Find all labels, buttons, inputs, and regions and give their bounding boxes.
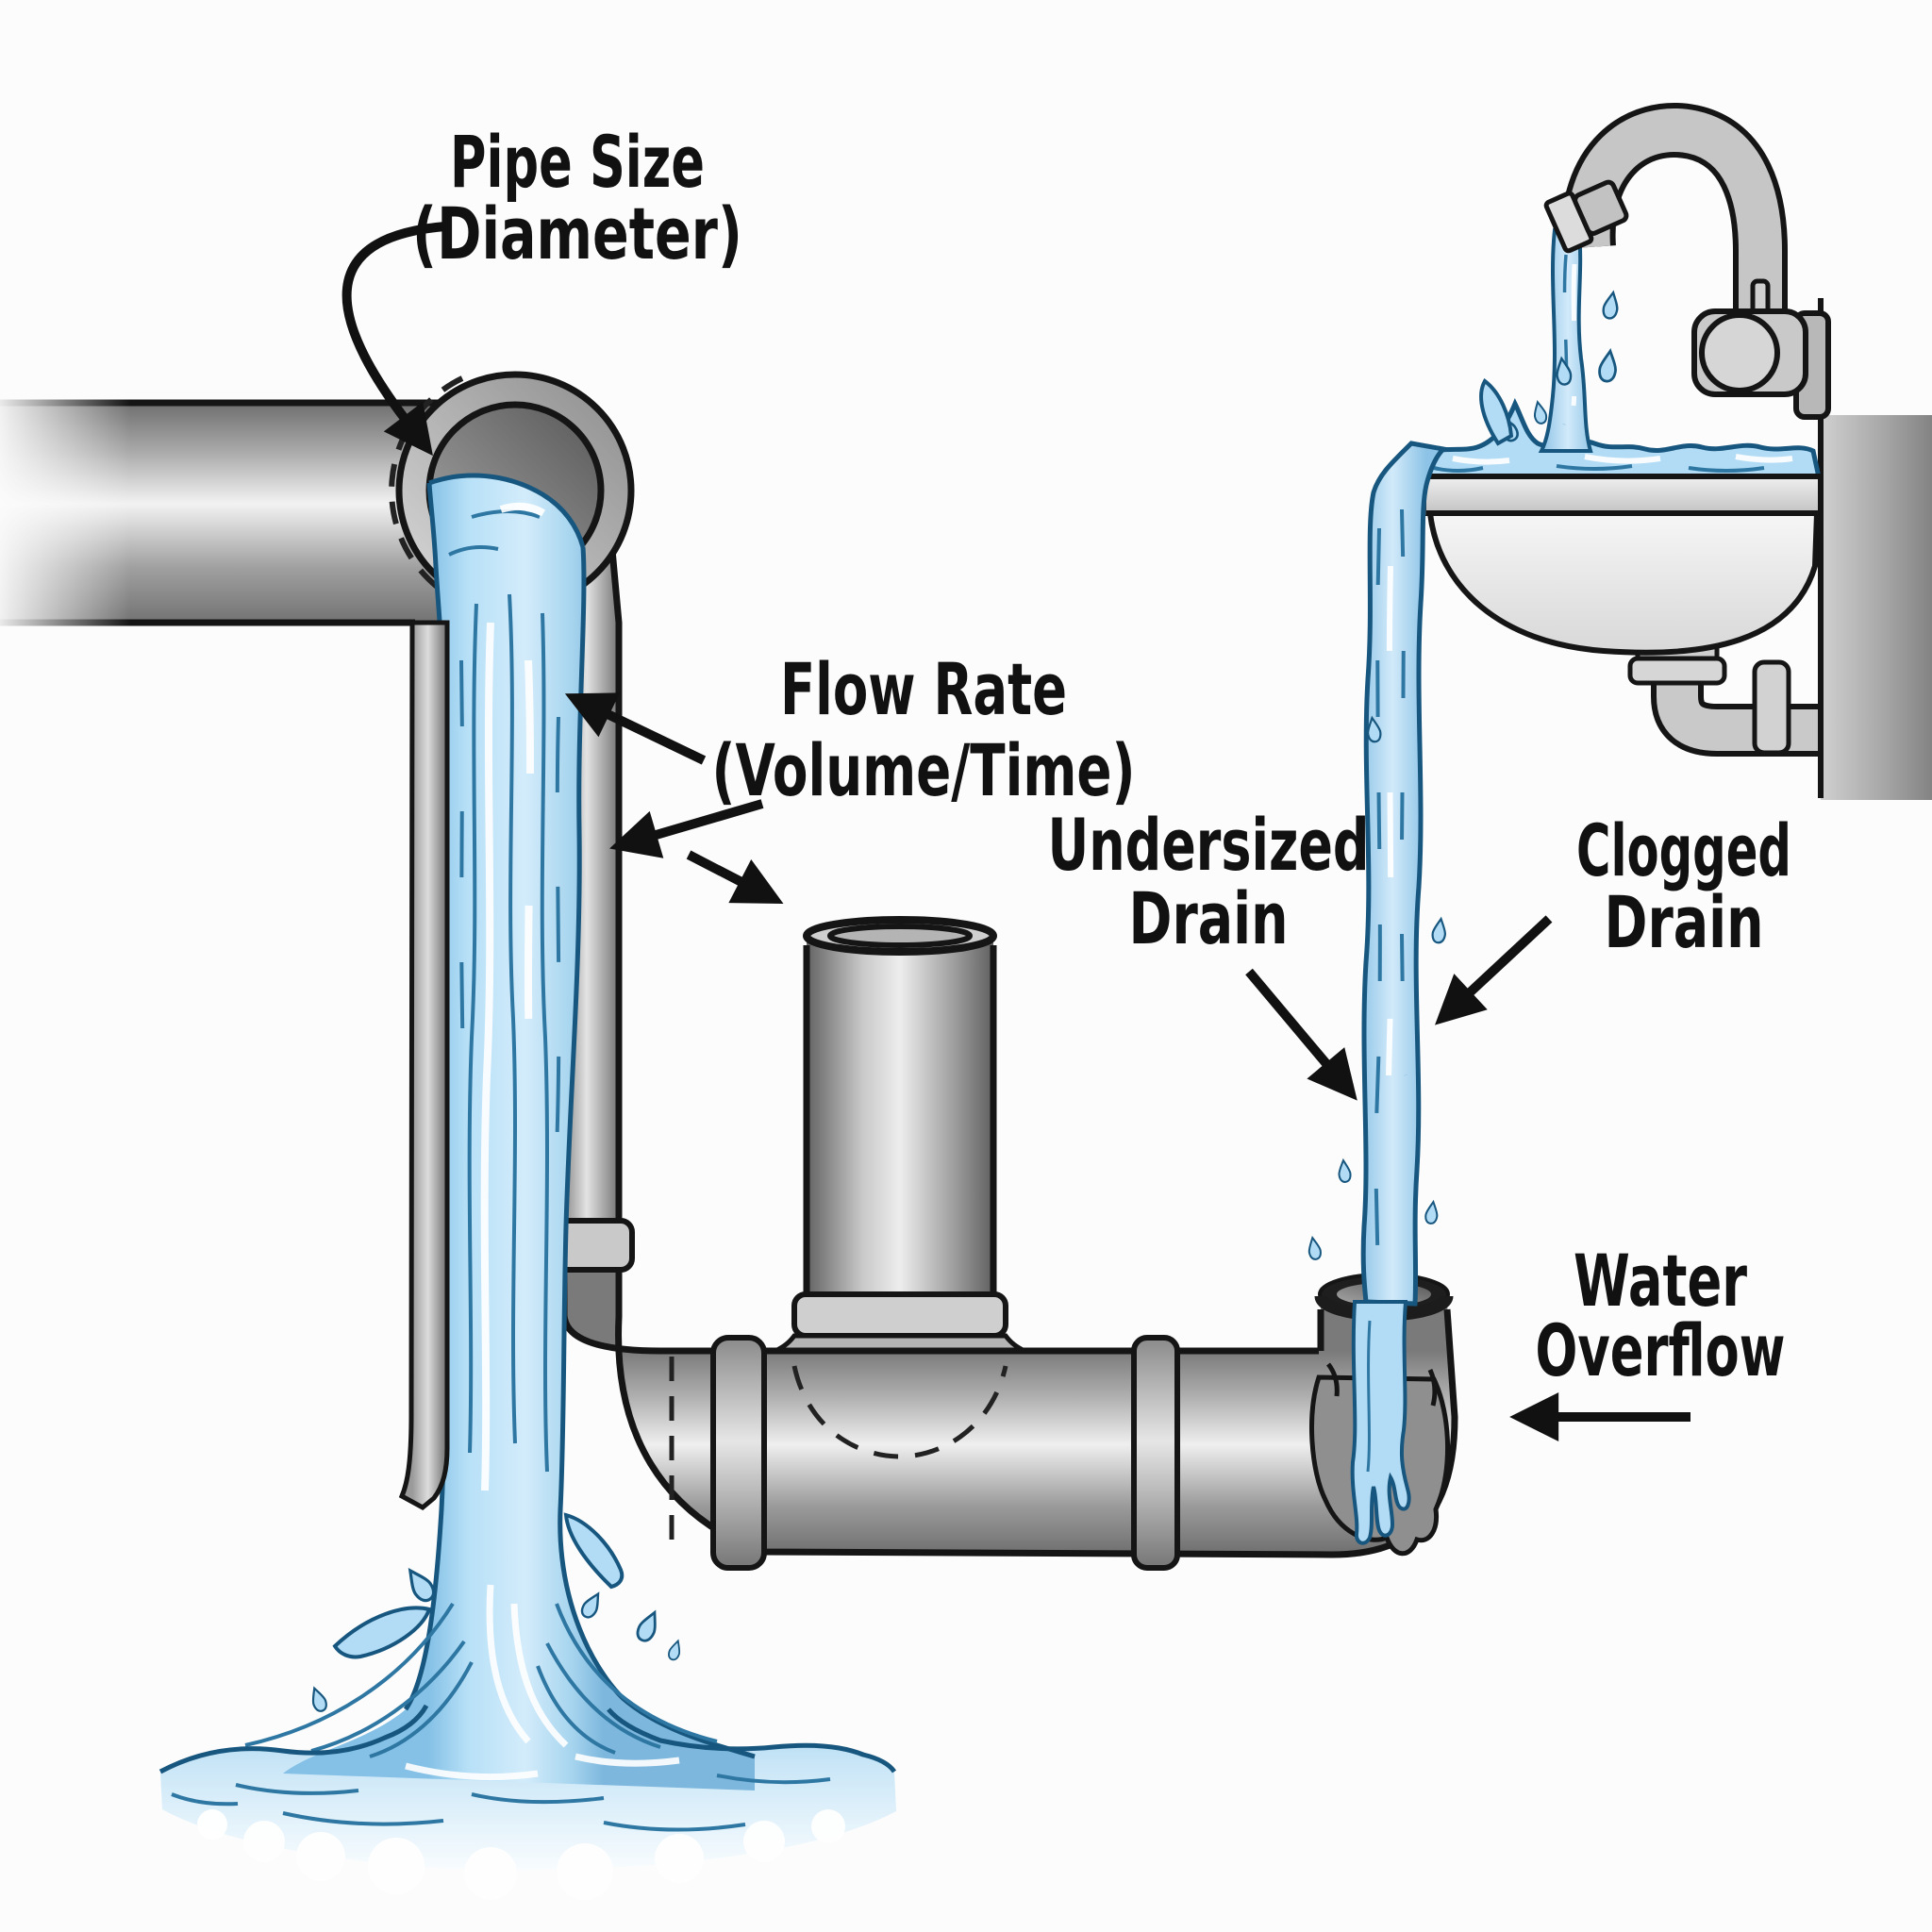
faucet-valve xyxy=(1699,312,1780,393)
under-sink-coupling xyxy=(1752,659,1791,756)
pipe-coupling-2 xyxy=(1131,1335,1180,1571)
overflow-stream-highlight xyxy=(1386,565,1394,1076)
undersized-drain xyxy=(1306,441,1454,1557)
wall-panel xyxy=(1821,415,1932,800)
tee-stub-edges xyxy=(803,945,997,1304)
pipe-coupling-1 xyxy=(710,1335,767,1571)
annotation-arrows xyxy=(341,222,1690,1441)
tee-stub-pipe xyxy=(807,936,993,1304)
arrow-clogged-drain xyxy=(1434,915,1553,1025)
overflow-stream xyxy=(1360,441,1449,1307)
faucet-gooseneck xyxy=(1566,108,1782,323)
label-flow-rate-line2: (Volume/Time) xyxy=(712,728,1136,812)
label-clogged-drain-line1: Clogged xyxy=(1576,808,1791,892)
arrow-flow-rate-3 xyxy=(686,850,784,904)
faucet-stream-streak xyxy=(1562,254,1569,425)
overflow-stream-streaks xyxy=(1374,508,1407,1284)
label-flow-rate-line1: Flow Rate xyxy=(780,647,1067,731)
splash-comma-right xyxy=(563,1512,625,1590)
stream-body xyxy=(283,475,755,1790)
stream-highlights xyxy=(480,502,546,1491)
stream-streaks xyxy=(448,509,561,1473)
tee-stub-collar xyxy=(791,1291,1008,1339)
horizontal-drain-pipe xyxy=(783,1351,1332,1555)
sink-rim xyxy=(1407,474,1824,516)
pipe-fade xyxy=(0,396,130,632)
label-undersized-drain-line2: Drain xyxy=(1129,876,1289,960)
vertical-pipe-left-wall xyxy=(398,620,450,1511)
tee-stub-rim-inner xyxy=(827,924,973,948)
under-sink-pipe xyxy=(1657,681,1825,751)
arrow-undersized-drain xyxy=(1245,968,1357,1101)
splash-fan-lines xyxy=(171,1602,831,1832)
puddle-edge-line xyxy=(158,1704,897,1774)
sink-water xyxy=(1409,397,1823,480)
splash-droplets xyxy=(307,1512,684,1714)
supply-pipe-assembly xyxy=(0,396,443,632)
puddle-foam-bubbles xyxy=(197,1809,845,1900)
cutaway-water xyxy=(1350,1300,1411,1545)
label-water-overflow-line2: Overflow xyxy=(1536,1308,1786,1392)
sink-assembly xyxy=(1407,103,1932,800)
sink-basin xyxy=(1426,510,1821,656)
labels: Pipe Size (Diameter) Flow Rate (Volume/T… xyxy=(412,120,1791,1392)
sink-water-highlights xyxy=(1452,454,1793,465)
diameter-dashed-arc xyxy=(389,375,464,606)
arrow-flow-rate-2 xyxy=(609,799,764,858)
label-clogged-drain-line2: Drain xyxy=(1605,880,1764,964)
drain-flange-collar xyxy=(1627,656,1727,686)
waterfall-stream xyxy=(158,473,897,1900)
faucet-droplets xyxy=(1479,290,1622,446)
label-water-overflow-line1: Water xyxy=(1574,1239,1747,1323)
splash-comma-left xyxy=(332,1606,432,1659)
arrow-pipe-size xyxy=(341,222,446,457)
elbow-crack-lines xyxy=(1325,1362,1438,1407)
sink-splash-curl xyxy=(1479,378,1514,446)
label-pipe-size-line1: Pipe Size xyxy=(450,120,705,204)
label-undersized-drain-line1: Undersized xyxy=(1048,803,1370,887)
label-pipe-size-line2: (Diameter) xyxy=(412,192,742,275)
faucet-spout xyxy=(1543,179,1629,254)
sink-water-streaks xyxy=(1433,464,1765,473)
cutaway-water-streak xyxy=(1366,1320,1372,1473)
splash-fan-highlights xyxy=(405,1584,680,1781)
tee-joint-dashed xyxy=(791,1365,1008,1459)
stream-surface-line xyxy=(428,473,586,548)
arrow-flow-rate-1 xyxy=(564,692,707,765)
